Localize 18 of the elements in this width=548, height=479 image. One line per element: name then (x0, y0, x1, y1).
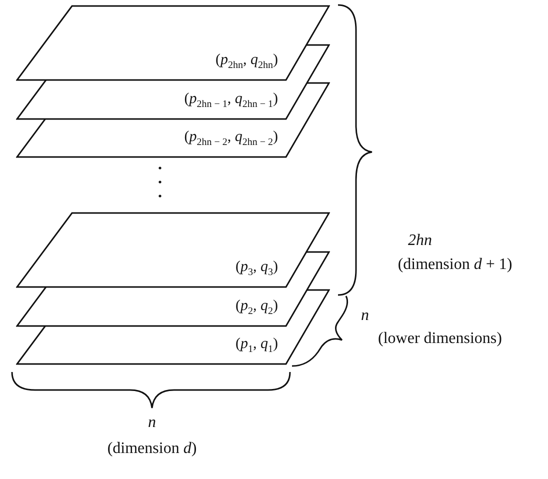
plane (16, 44, 330, 120)
plane (16, 5, 330, 81)
plane (16, 251, 330, 327)
dimension-count: 2hn (408, 232, 432, 250)
plane (16, 212, 330, 288)
plane (16, 289, 330, 365)
coordinate-label: (p$_{2}$, q$_{2}$) (236, 298, 278, 317)
coordinate-label: (p$_{1}$, q$_{1}$) (236, 336, 278, 355)
plane (16, 82, 330, 158)
coordinate-label: (p$_{2hn − 1}$, q$_{2hn − 1}$) (184, 91, 278, 110)
dimension-label: (dimension d + 1) (398, 256, 512, 274)
dimension-count: n (148, 414, 156, 432)
dimension-count: n (361, 307, 369, 325)
coordinate-label: (p$_{2hn}$, q$_{2hn}$) (216, 52, 278, 71)
coordinate-label: (p$_{3}$, q$_{3}$) (236, 259, 278, 278)
coordinate-label: (p$_{2hn − 2}$, q$_{2hn − 2}$) (184, 129, 278, 148)
dimension-label: (dimension d) (107, 440, 197, 458)
dimension-label: (lower dimensions) (378, 330, 502, 348)
